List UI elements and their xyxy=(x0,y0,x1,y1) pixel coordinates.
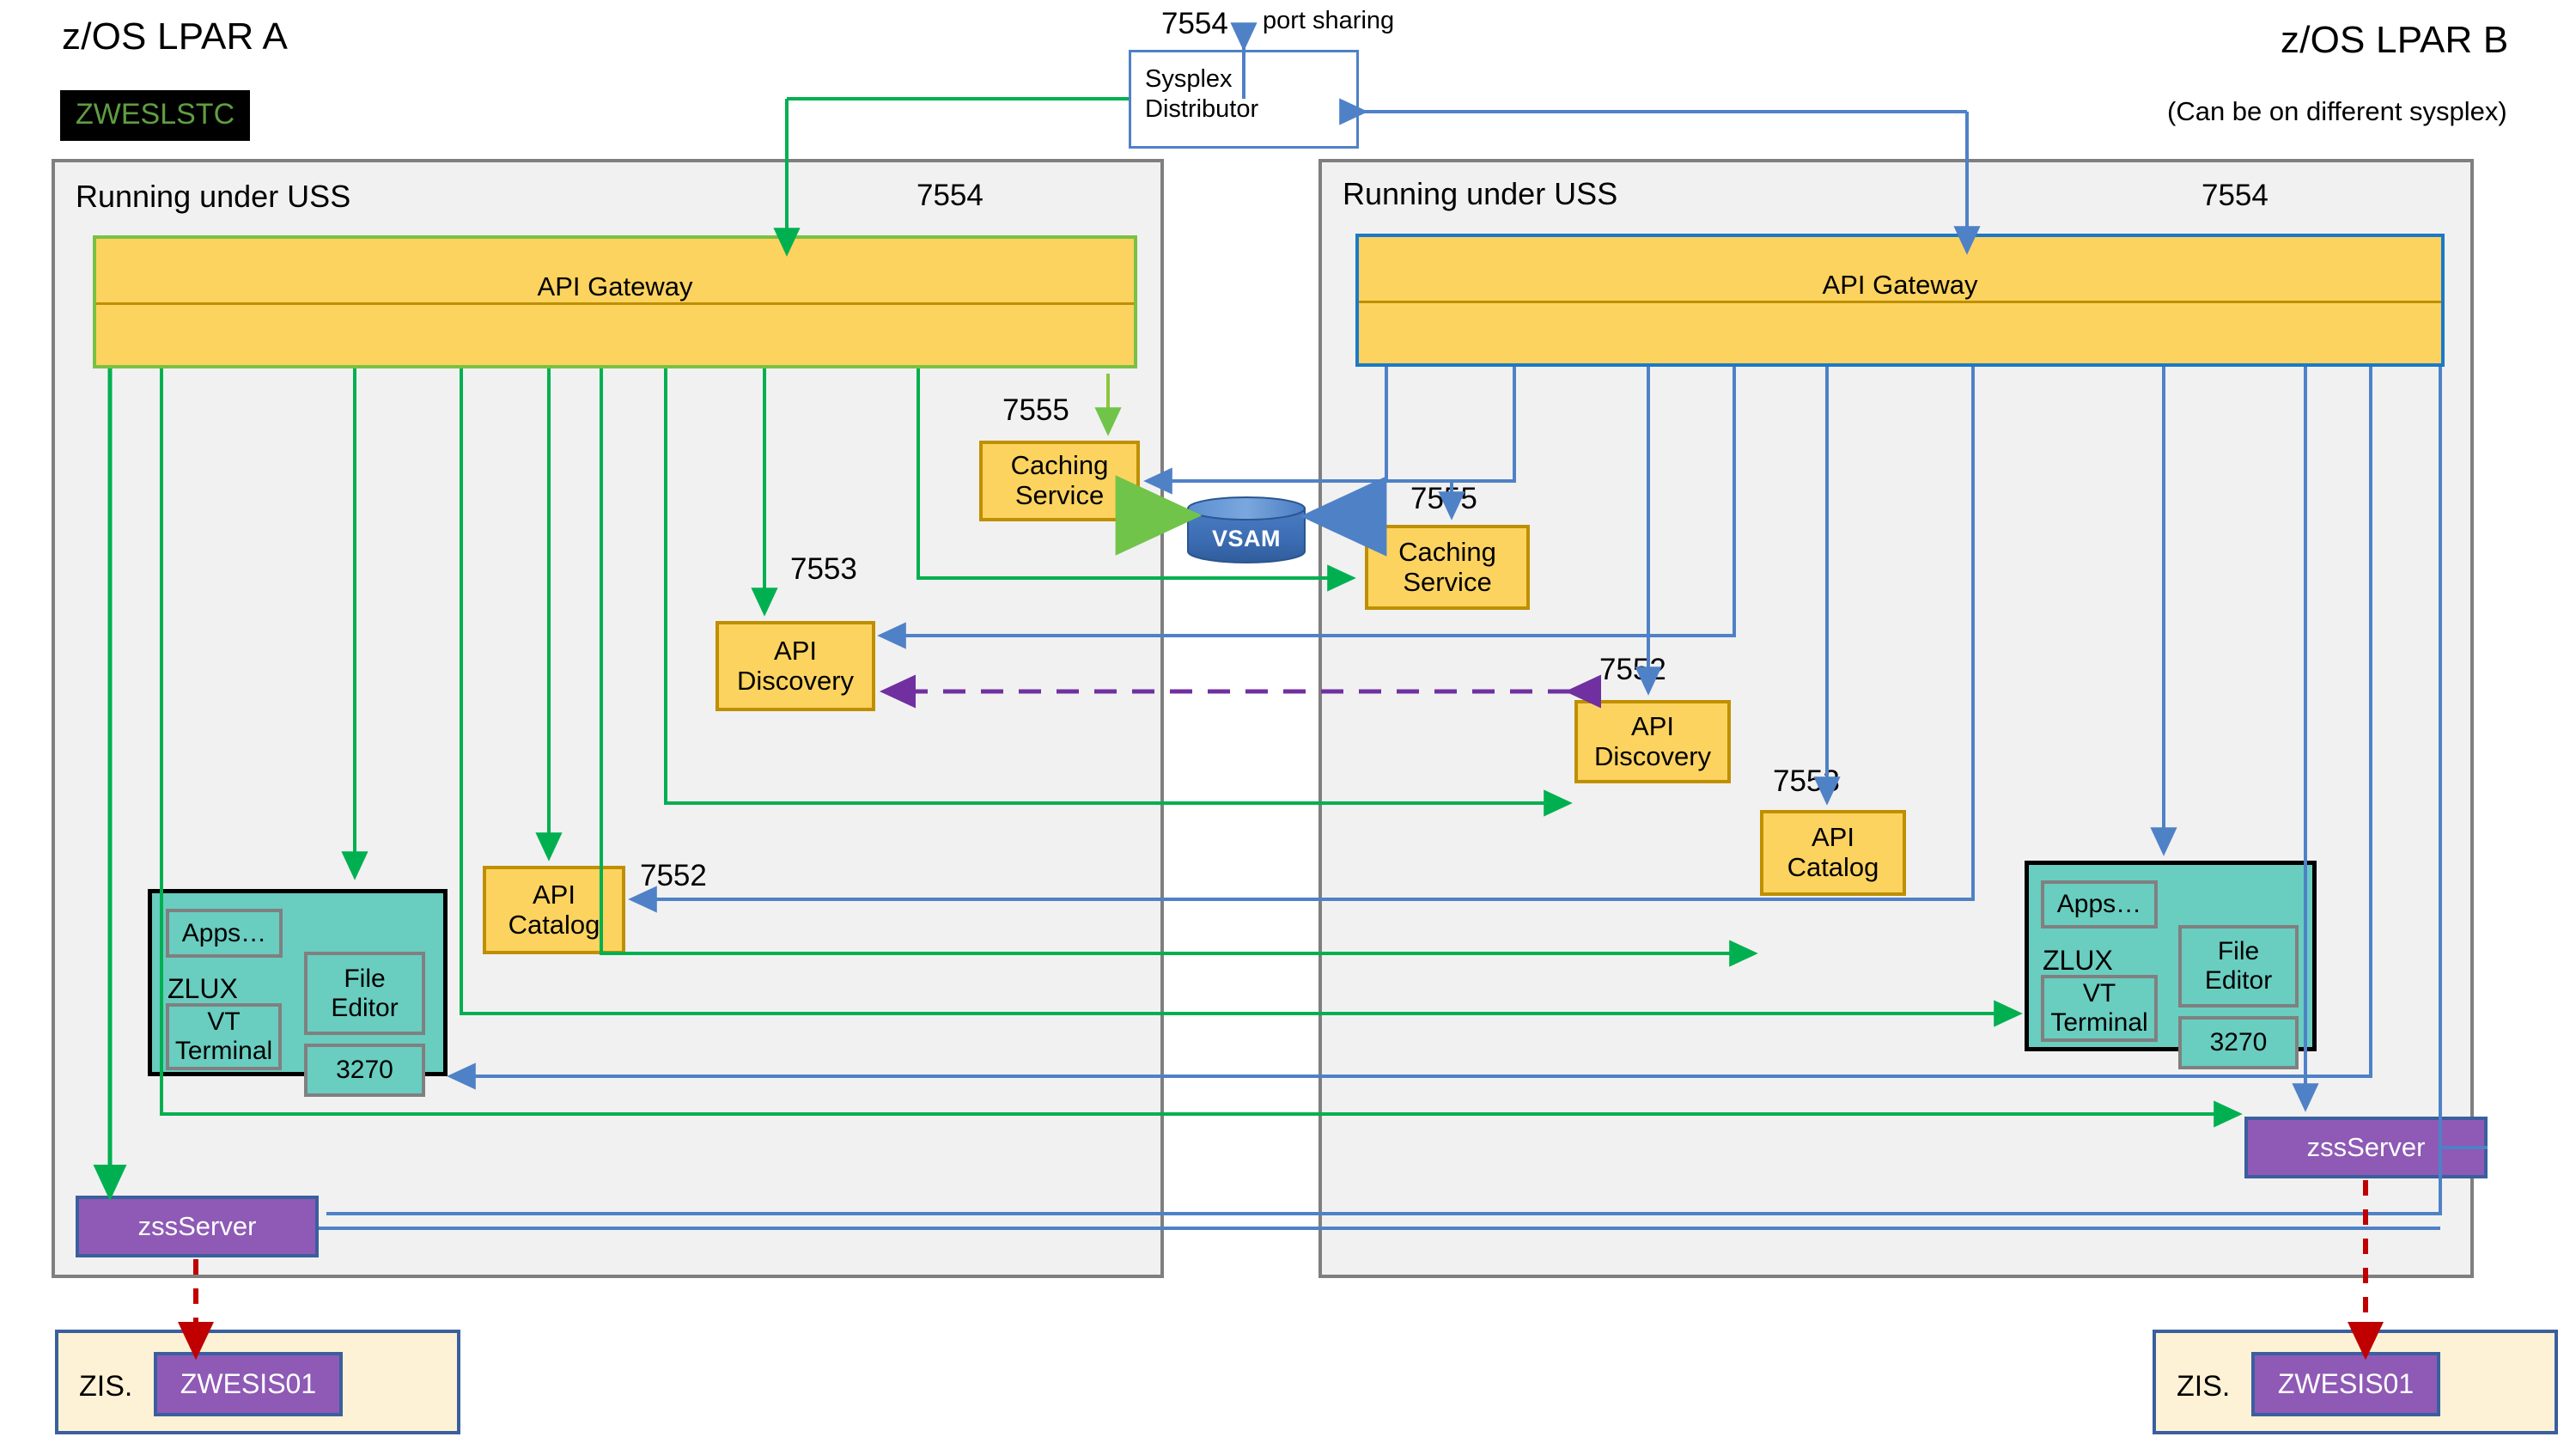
port-label-a-discovery-7553: 7553 xyxy=(790,552,857,586)
zlux-a-file-editor-line1: File xyxy=(344,964,386,993)
port-label-a-caching-7555: 7555 xyxy=(1002,393,1069,427)
caching-service-b-line1: Caching xyxy=(1398,536,1496,567)
api-catalog-a-line2: Catalog xyxy=(508,909,600,940)
zwesis01-a[interactable]: ZWESIS01 xyxy=(154,1352,343,1416)
sysplex-distributor-box[interactable]: Sysplex Distributor xyxy=(1129,50,1359,149)
zlux-a-3270[interactable]: 3270 xyxy=(304,1044,425,1097)
port-sharing-note: port sharing xyxy=(1263,7,1395,34)
api-catalog-b-line2: Catalog xyxy=(1787,852,1879,882)
api-catalog-b[interactable]: API Catalog xyxy=(1760,810,1906,896)
lpar-b-title: z/OS LPAR B xyxy=(2281,19,2509,61)
zlux-a-vt-terminal[interactable]: VT Terminal xyxy=(166,1003,282,1070)
sysplex-distributor-line1: Sysplex xyxy=(1145,65,1233,93)
api-catalog-b-line1: API xyxy=(1812,822,1854,853)
caching-service-b-line2: Service xyxy=(1403,566,1492,597)
zlux-b-vt-line1: VT xyxy=(2082,979,2116,1008)
port-label-b-catalog-7553: 7553 xyxy=(1773,764,1840,798)
zlux-b-label: ZLUX xyxy=(2043,945,2113,976)
uss-label-a: Running under USS xyxy=(76,179,351,214)
zwesis01-b[interactable]: ZWESIS01 xyxy=(2251,1352,2440,1416)
zlux-b-3270[interactable]: 3270 xyxy=(2178,1016,2299,1069)
zlux-a-file-editor-line2: Editor xyxy=(331,993,399,1022)
api-gateway-b[interactable]: API Gateway xyxy=(1355,234,2445,367)
caching-service-a-line1: Caching xyxy=(1010,450,1109,481)
zlux-b-file-editor-line2: Editor xyxy=(2204,966,2273,995)
api-gateway-b-divider xyxy=(1359,301,2441,303)
caching-service-a[interactable]: Caching Service xyxy=(979,441,1140,521)
zlux-b-vt-terminal[interactable]: VT Terminal xyxy=(2041,975,2158,1042)
zlux-box-b[interactable]: Apps… ZLUX File Editor VT Terminal 3270 xyxy=(2025,861,2317,1069)
uss-label-b: Running under USS xyxy=(1343,176,1618,211)
port-label-b-gateway-7554: 7554 xyxy=(2201,179,2268,212)
vsam-label: VSAM xyxy=(1211,526,1281,551)
zis-box-b: ZIS. ZWESIS01 xyxy=(2153,1330,2558,1434)
zlux-a-label: ZLUX xyxy=(167,973,238,1004)
api-discovery-a-line2: Discovery xyxy=(736,665,855,696)
zlux-box-a[interactable]: Apps… ZLUX File Editor VT Terminal 3270 xyxy=(148,889,448,1097)
zis-a-label: ZIS. xyxy=(79,1370,133,1403)
zweslstc-badge: ZWESLSTC xyxy=(60,90,251,141)
api-catalog-a[interactable]: API Catalog xyxy=(483,866,625,954)
vsam-datastore[interactable]: VSAM xyxy=(1185,496,1307,564)
api-discovery-b[interactable]: API Discovery xyxy=(1574,700,1731,783)
sysplex-distributor-line2: Distributor xyxy=(1145,94,1259,123)
zss-server-b[interactable]: zssServer xyxy=(2244,1117,2488,1178)
api-catalog-a-line1: API xyxy=(533,879,575,910)
lpar-b-note: (Can be on different sysplex) xyxy=(2167,96,2507,126)
port-label-a-gateway-7554: 7554 xyxy=(917,179,984,212)
api-gateway-b-label: API Gateway xyxy=(1822,270,1978,300)
port-label-b-discovery-7552: 7552 xyxy=(1599,653,1666,686)
caching-service-a-line2: Service xyxy=(1014,480,1105,510)
api-discovery-b-line2: Discovery xyxy=(1593,740,1712,771)
zlux-b-file-editor[interactable]: File Editor xyxy=(2178,925,2299,1008)
api-discovery-a-line1: API xyxy=(774,635,817,666)
zis-box-a: ZIS. ZWESIS01 xyxy=(55,1330,460,1434)
zlux-b-file-editor-line1: File xyxy=(2217,937,2260,966)
port-label-sysplex-7554: 7554 xyxy=(1161,7,1228,40)
zss-server-a[interactable]: zssServer xyxy=(76,1196,319,1257)
api-discovery-a[interactable]: API Discovery xyxy=(716,621,875,711)
api-gateway-a[interactable]: API Gateway xyxy=(93,235,1137,368)
port-label-b-caching-7555: 7555 xyxy=(1410,482,1477,515)
api-gateway-a-divider xyxy=(96,302,1134,305)
zlux-a-apps[interactable]: Apps… xyxy=(166,909,283,958)
zlux-b-vt-line2: Terminal xyxy=(2050,1008,2148,1037)
caching-service-b[interactable]: Caching Service xyxy=(1365,525,1530,610)
zlux-a-vt-line1: VT xyxy=(207,1008,241,1037)
api-discovery-b-line1: API xyxy=(1631,710,1674,741)
port-label-a-catalog-7552: 7552 xyxy=(640,859,707,892)
zlux-a-vt-line2: Terminal xyxy=(174,1037,273,1065)
api-gateway-a-label: API Gateway xyxy=(537,271,693,301)
zis-b-label: ZIS. xyxy=(2177,1370,2231,1403)
zlux-a-file-editor[interactable]: File Editor xyxy=(304,952,425,1035)
lpar-a-title: z/OS LPAR A xyxy=(62,15,289,58)
zlux-b-apps[interactable]: Apps… xyxy=(2041,880,2158,928)
